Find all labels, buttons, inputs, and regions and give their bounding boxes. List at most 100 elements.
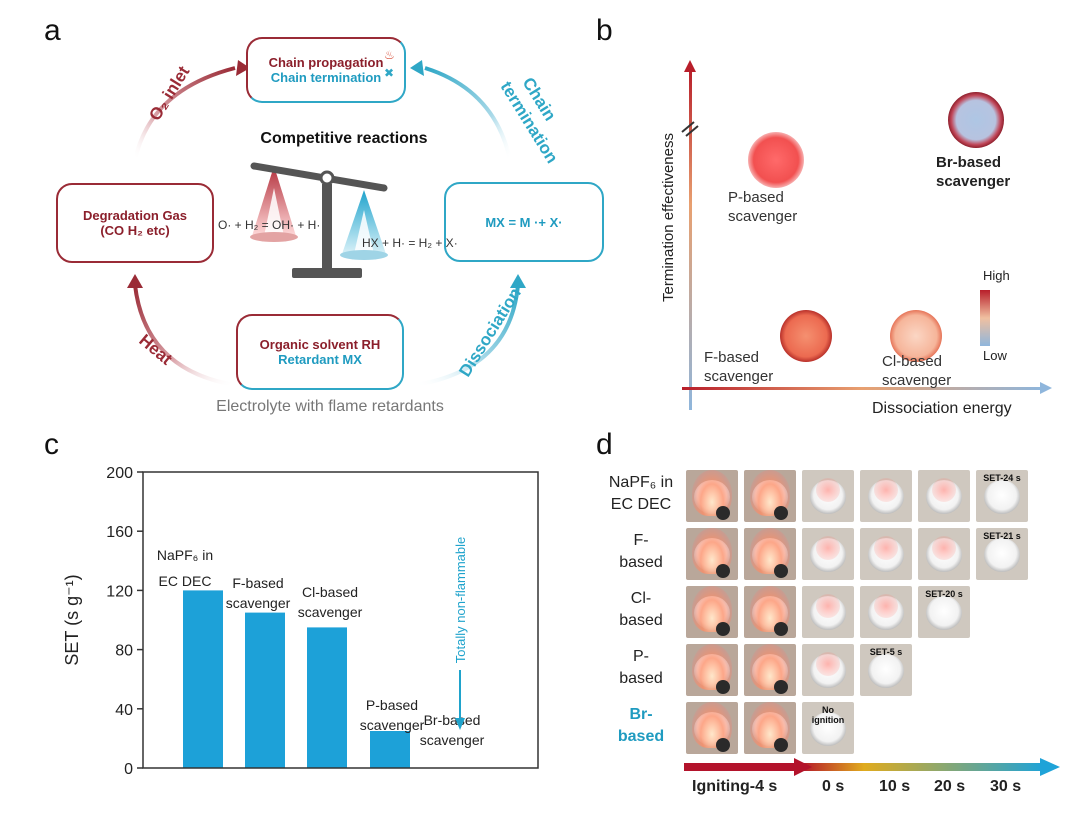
chain-propagation-text: Chain propagation (268, 55, 384, 70)
f-based-label-line1: F-based (704, 349, 760, 366)
annotation-arrowhead (455, 718, 465, 730)
photo-thumb-1-5: SET-21 s (976, 528, 1028, 580)
bar-label-4-line2: scavenger (420, 732, 485, 748)
non-flammable-annotation: Totally non-flammable (453, 537, 468, 663)
igniter (716, 506, 730, 520)
timeline-label-3: 20 s (934, 778, 966, 795)
bar-3 (370, 731, 410, 768)
cl-based-label-line2: scavenger (882, 372, 952, 389)
panel-a-letter: a (44, 14, 61, 47)
degradation-gas-line1: Degradation Gas (82, 208, 188, 223)
igniter (774, 680, 788, 694)
organic-solvent-text: Organic solvent RH (259, 337, 381, 352)
br-based-label: Br-based scavenger (936, 153, 1056, 191)
set-label-4: No ignition (811, 705, 845, 725)
bar-2 (307, 627, 347, 768)
bar-label-3-line2: scavenger (360, 717, 425, 733)
igniter (774, 506, 788, 520)
degradation-gas-line2: (CO H₂ etc) (100, 223, 170, 238)
cl-based-label-line1: Cl-based (882, 353, 943, 370)
bar-label-3-line1: P-based (366, 697, 418, 713)
dissociation-arrow (414, 284, 520, 387)
timeline-label-1: 0 s (822, 778, 845, 795)
flame-glow (816, 536, 840, 560)
mx-equation: MX = M ·+ X· (485, 214, 563, 230)
photo-thumb-3-2 (802, 644, 854, 696)
photo-thumb-0-2 (802, 470, 854, 522)
photo-thumb-0-1 (744, 470, 796, 522)
bar-label-4-line1: Br-based (424, 712, 481, 728)
photo-thumb-4-2: No ignition (802, 702, 854, 754)
flame-glow (816, 652, 840, 676)
flame-glow (816, 594, 840, 618)
f-based-circle (780, 310, 832, 362)
flame-glow (874, 536, 898, 560)
cl-based-circle (890, 310, 942, 362)
flame-icon: ♨ (384, 48, 395, 62)
y-tick-label: 40 (115, 702, 133, 719)
row-label-2-line1: Cl- (630, 590, 652, 607)
f-based-label: F-based scavenger (704, 348, 824, 386)
timeline-label-0: Igniting-4 s (692, 778, 778, 795)
timeline-label-2: 10 s (879, 778, 911, 795)
panel-b-ylabel: Termination effectiveness (660, 133, 677, 302)
flame-glow (932, 478, 956, 502)
balance-scale-icon (250, 162, 388, 278)
igniter (774, 622, 788, 636)
photo-thumb-1-0 (686, 528, 738, 580)
cl-based-label: Cl-based scavenger (882, 352, 1002, 390)
igniter (716, 680, 730, 694)
flame-glow (874, 594, 898, 618)
o2-inlet-label: O₂ inlet (145, 63, 193, 125)
timeline-arrow (684, 758, 1060, 776)
igniter (774, 564, 788, 578)
o2-inlet-arrow (133, 66, 236, 161)
row-label-4-line2: based (617, 728, 665, 745)
bar-label-0-line1: NaPF₆ in (157, 547, 213, 563)
igniter (774, 738, 788, 752)
retardant-text: Retardant MX (278, 352, 362, 367)
petri-dish (926, 596, 962, 630)
degradation-gas-box: Degradation Gas (CO H₂ etc) (56, 183, 214, 263)
photo-thumb-2-1 (744, 586, 796, 638)
panel-c-letter: c (44, 428, 59, 461)
br-based-label-line1: Br-based (936, 154, 1002, 171)
igniter (716, 564, 730, 578)
row-label-4: Br-based (600, 704, 682, 748)
row-label-3: P-based (600, 646, 682, 690)
photo-thumb-1-3 (860, 528, 912, 580)
bar-label-1-line1: F-based (232, 575, 283, 591)
y-tick-label: 120 (106, 583, 133, 600)
heat-label: Heat (135, 331, 176, 369)
row-label-0-line1: NaPF₆ in (608, 474, 674, 491)
bar-label-1-line2: scavenger (226, 595, 291, 611)
row-label-4-line1: Br- (629, 706, 653, 723)
panel-b-letter: b (596, 14, 613, 47)
panel-d-letter: d (596, 428, 613, 461)
y-tick-label: 160 (106, 524, 133, 541)
bar-label-2-line1: Cl-based (302, 584, 358, 600)
competitive-reactions-title: Competitive reactions (260, 130, 428, 147)
photo-thumb-0-4 (918, 470, 970, 522)
p-based-label-line1: P-based (728, 189, 784, 206)
petri-dish (984, 538, 1020, 572)
row-label-3-line1: P- (633, 648, 649, 665)
photo-thumb-2-3 (860, 586, 912, 638)
solvent-box: Organic solvent RH Retardant MX (236, 314, 404, 390)
row-label-2-line2: based (619, 612, 663, 629)
row-label-1: F-based (600, 530, 682, 574)
petri-dish (810, 712, 846, 746)
panel-a-caption: Electrolyte with flame retardants (216, 398, 444, 415)
photo-thumb-3-3: SET-5 s (860, 644, 912, 696)
o2-inlet-arrowhead (236, 60, 250, 76)
f-based-label-line2: scavenger (704, 368, 774, 385)
photo-thumb-0-5: SET-24 s (976, 470, 1028, 522)
chain-termination-text: Chain termination (270, 70, 382, 85)
dissociation-box: MX = M ·+ X· (444, 182, 604, 262)
bar-1 (245, 612, 285, 768)
photo-thumb-2-0 (686, 586, 738, 638)
chain-termination-arrow (424, 66, 512, 161)
chart-ylabel: SET (s g⁻¹) (62, 574, 82, 665)
left-reaction: O· + H₂ = OH· + H· (218, 218, 321, 232)
